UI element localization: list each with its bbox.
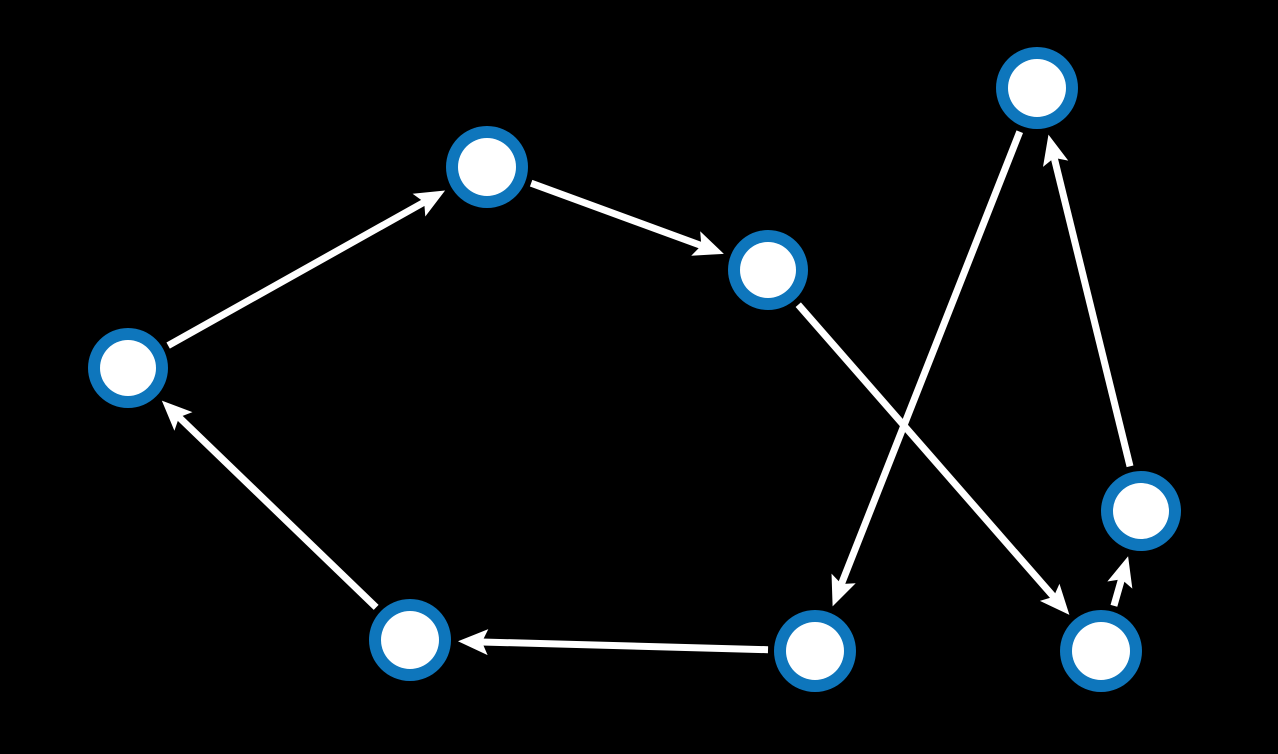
edge-arrowhead-icon bbox=[161, 400, 193, 431]
edge-line bbox=[1110, 577, 1126, 607]
graph-node[interactable] bbox=[1060, 610, 1142, 692]
graph-node[interactable] bbox=[446, 126, 528, 208]
edge-line bbox=[1050, 156, 1134, 468]
edge-arrowhead-icon bbox=[1039, 583, 1070, 615]
graph-node[interactable] bbox=[369, 599, 451, 681]
graph-node[interactable] bbox=[1101, 471, 1181, 551]
node-fill bbox=[1072, 622, 1130, 680]
edge-arrowhead-icon bbox=[1107, 556, 1133, 589]
edge-arrowhead-icon bbox=[457, 629, 489, 656]
edge-arrowhead-icon bbox=[831, 573, 856, 607]
graph-edge[interactable] bbox=[161, 400, 379, 610]
node-fill bbox=[458, 138, 516, 196]
graph-edge[interactable] bbox=[529, 179, 724, 256]
node-fill bbox=[100, 340, 156, 396]
graph-edge[interactable] bbox=[166, 190, 446, 349]
node-fill bbox=[740, 242, 796, 298]
graph-node[interactable] bbox=[88, 328, 168, 408]
edge-layer bbox=[161, 130, 1134, 656]
edge-line bbox=[795, 302, 1057, 600]
edge-arrowhead-icon bbox=[691, 231, 724, 256]
graph-edge[interactable] bbox=[795, 302, 1070, 615]
node-fill bbox=[381, 611, 439, 669]
edge-line bbox=[176, 414, 379, 610]
graph-edge[interactable] bbox=[831, 130, 1024, 607]
edge-line bbox=[166, 198, 427, 349]
edge-line bbox=[481, 638, 769, 654]
graph-edge[interactable] bbox=[1107, 556, 1133, 607]
graph-node[interactable] bbox=[774, 610, 856, 692]
graph-node[interactable] bbox=[996, 47, 1078, 129]
node-layer bbox=[88, 47, 1181, 692]
edge-arrowhead-icon bbox=[1043, 134, 1069, 167]
node-fill bbox=[1008, 59, 1066, 117]
edge-line bbox=[529, 179, 704, 250]
graph-node[interactable] bbox=[728, 230, 808, 310]
graph-edge[interactable] bbox=[457, 629, 769, 656]
edge-arrowhead-icon bbox=[412, 190, 446, 217]
node-fill bbox=[1113, 483, 1169, 539]
edge-line bbox=[837, 130, 1024, 586]
node-fill bbox=[786, 622, 844, 680]
graph-edge[interactable] bbox=[1043, 134, 1134, 468]
